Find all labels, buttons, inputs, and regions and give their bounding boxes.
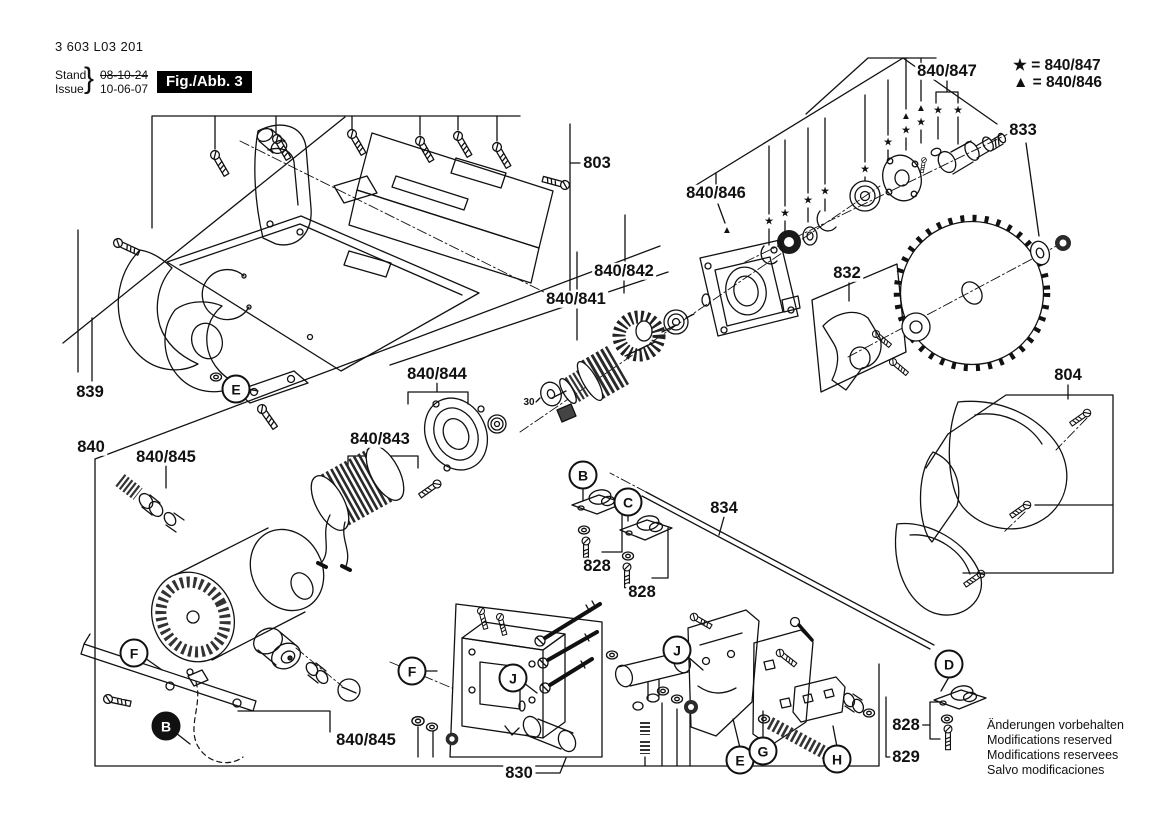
label-833: 833 xyxy=(1007,120,1039,139)
callout-f-bracket: F xyxy=(397,656,427,686)
guard-assembly-839 xyxy=(111,236,309,432)
callout-j-mount: J xyxy=(662,635,692,665)
guard-assembly-804 xyxy=(894,400,1093,616)
armature-assembly-841 xyxy=(417,309,695,500)
star-icon: ★ xyxy=(860,163,870,176)
callout-f-bar: F xyxy=(119,638,149,668)
gear-housing-846 xyxy=(699,239,801,337)
saw-blade xyxy=(893,214,1071,372)
star-icon: ★ xyxy=(883,136,893,149)
label-828-b: 828 xyxy=(581,556,613,575)
stand-label: Stand xyxy=(55,68,87,82)
star-icon: ★ xyxy=(916,116,926,129)
callout-d-clamp: D xyxy=(934,649,964,679)
label-830: 830 xyxy=(503,763,535,782)
cover-assembly-803 xyxy=(166,124,572,372)
label-840-846: 840/846 xyxy=(684,183,748,202)
label-840-844: 840/844 xyxy=(405,364,469,383)
star-icon: ★ xyxy=(803,194,813,207)
old-date: 08-10-24 xyxy=(100,68,149,82)
label-840-841: 840/841 xyxy=(544,289,608,308)
callout-c-clamp: C xyxy=(613,487,643,517)
disclaimer-line-de: Änderungen vorbehalten xyxy=(987,718,1124,732)
label-834: 834 xyxy=(708,498,740,517)
label-804: 804 xyxy=(1052,365,1084,384)
callout-g-mount: G xyxy=(748,736,778,766)
label-828-d: 828 xyxy=(890,715,922,734)
star-icon: ★ xyxy=(780,207,790,220)
label-840: 840 xyxy=(75,437,107,456)
motor-assembly-840 xyxy=(80,445,405,764)
legend-star-row: ★ = 840/847 xyxy=(1013,57,1101,74)
disclaimer-line-fr: Modifications reservees xyxy=(987,748,1119,762)
clamp-assembly-828-bc xyxy=(571,489,673,589)
clamp-assembly-828-d xyxy=(933,685,987,751)
figure-number-badge: Fig./Abb. 3 xyxy=(157,71,252,93)
star-icon: ★ xyxy=(764,215,774,228)
arbor-assembly-833 xyxy=(760,132,1007,265)
triangle-icon: ▲ xyxy=(722,225,732,236)
stand-issue-dates: 08-10-24 10-06-07 xyxy=(100,68,148,96)
label-829: 829 xyxy=(890,747,922,766)
triangle-icon: ▲ xyxy=(901,111,911,122)
star-icon: ★ xyxy=(953,104,963,117)
stand-issue-brace: } xyxy=(84,62,95,95)
frame-lines xyxy=(62,57,1114,774)
label-840-845-bottom: 840/845 xyxy=(334,730,398,749)
star-icon: ★ xyxy=(901,124,911,137)
triangle-icon: ▲ xyxy=(916,103,926,114)
issue-date: 10-06-07 xyxy=(100,82,149,96)
label-840-842: 840/842 xyxy=(592,261,656,280)
modifications-disclaimer: Änderungen vorbehalten Modifications res… xyxy=(987,718,1124,778)
bracket-assembly-830 xyxy=(411,600,602,753)
lever-assembly-832 xyxy=(822,311,910,391)
document-part-number: 3 603 L03 201 xyxy=(55,39,144,54)
legend-triangle-row: ▲ = 840/846 xyxy=(1013,74,1103,91)
label-832: 832 xyxy=(831,263,863,282)
label-803: 803 xyxy=(581,153,613,172)
star-icon: ★ xyxy=(820,185,830,198)
label-839: 839 xyxy=(74,382,106,401)
label-840-843: 840/843 xyxy=(348,429,412,448)
center-axes xyxy=(239,131,1088,689)
label-828-c: 828 xyxy=(626,582,658,601)
disclaimer-line-es: Salvo modificaciones xyxy=(987,763,1105,777)
label-30: 30 xyxy=(522,397,536,408)
mount-assembly-829 xyxy=(605,609,876,762)
callout-e-guard: E xyxy=(221,374,251,404)
callout-h-spring: H xyxy=(822,744,852,774)
star-icon: ★ xyxy=(933,104,943,117)
issue-label: Issue xyxy=(55,82,84,96)
stand-issue-labels: Stand Issue xyxy=(55,68,86,96)
label-840-847: 840/847 xyxy=(915,61,979,80)
disclaimer-line-en: Modifications reserved xyxy=(987,733,1113,747)
label-840-845-top: 840/845 xyxy=(134,447,198,466)
symbol-legend: ★ = 840/847 ▲ = 840/846 xyxy=(1013,57,1102,91)
callout-b-cable: B xyxy=(151,711,181,741)
callout-b-clamp: B xyxy=(568,460,598,490)
callout-j-bracket: J xyxy=(498,663,528,693)
